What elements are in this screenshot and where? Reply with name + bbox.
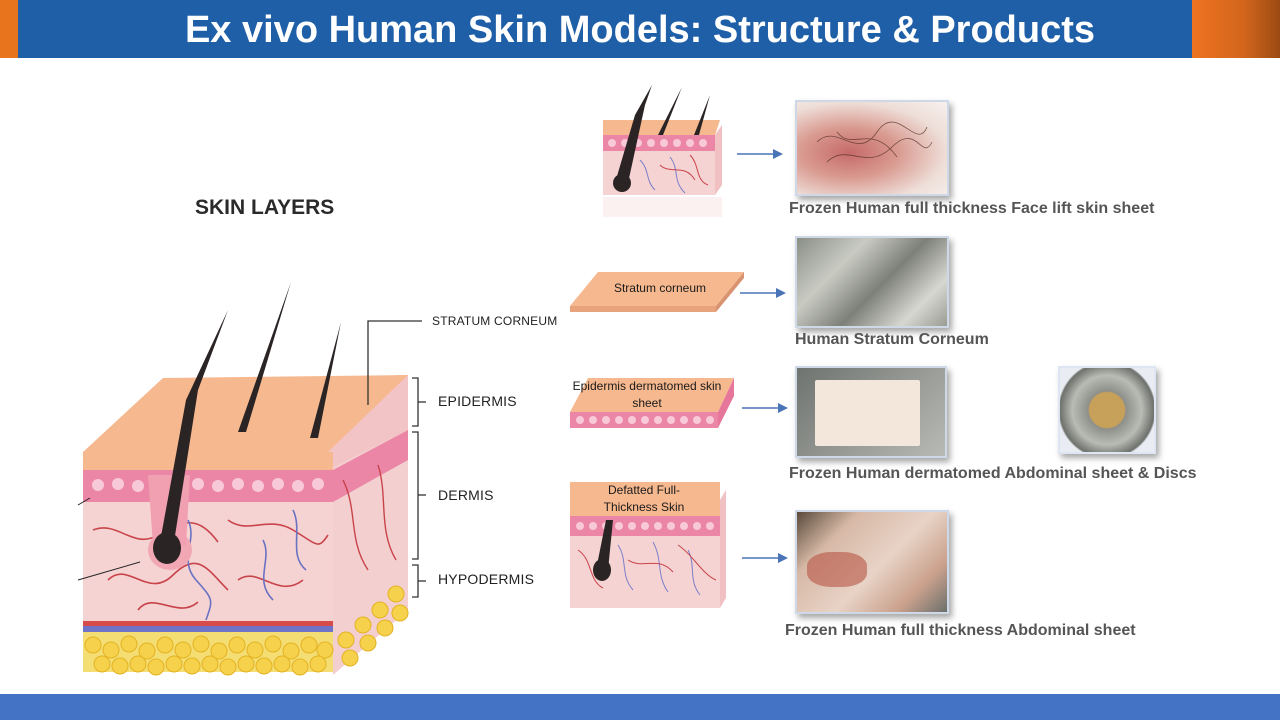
label-dermis: DERMIS — [438, 487, 494, 503]
slab-stratum-corneum — [570, 272, 744, 312]
label-stratum-corneum: STRATUM CORNEUM — [432, 314, 558, 328]
photo-skin-disc — [1058, 366, 1156, 454]
header-accent-right — [1192, 0, 1280, 58]
slab-label-stratum-corneum: Stratum corneum — [613, 281, 707, 295]
layer-brackets — [367, 320, 426, 598]
slab-epidermis-dermatomed — [570, 378, 734, 428]
slab-full-thickness-face-lift — [603, 85, 722, 217]
slab-label-defatted-full-thickness: Defatted Full-Thickness Skin — [603, 483, 685, 514]
slab-label-epidermis-dermatomed: Epidermis dermatomed skin sheet — [572, 379, 722, 410]
photo-dermatomed-sheet — [795, 366, 947, 458]
caption-stratum-corneum: Human Stratum Corneum — [795, 331, 989, 348]
caption-abdominal: Frozen Human full thickness Abdominal sh… — [785, 622, 1136, 639]
skin-cross-section-illustration — [77, 282, 409, 676]
arrow-icon — [740, 288, 786, 298]
caption-dermatomed: Frozen Human dermatomed Abdominal sheet … — [789, 465, 1197, 482]
slide-title: Ex vivo Human Skin Models: Structure & P… — [184, 9, 1096, 51]
photo-stratum-corneum — [795, 236, 949, 328]
title-bar — [18, 0, 1192, 58]
label-epidermis: EPIDERMIS — [438, 393, 517, 409]
arrow-icon — [742, 403, 788, 413]
photo-full-thickness-abdominal — [795, 510, 949, 614]
skin-layers-heading: SKIN LAYERS — [195, 196, 335, 219]
slab-defatted-full-thickness — [570, 482, 726, 608]
caption-face-lift: Frozen Human full thickness Face lift sk… — [789, 200, 1155, 217]
arrow-icon — [737, 149, 783, 159]
arrow-icon — [742, 553, 788, 563]
label-hypodermis: HYPODERMIS — [438, 571, 535, 587]
photo-face-lift-skin — [795, 100, 949, 196]
footer-bar — [0, 694, 1280, 720]
header-accent-left — [0, 0, 18, 58]
